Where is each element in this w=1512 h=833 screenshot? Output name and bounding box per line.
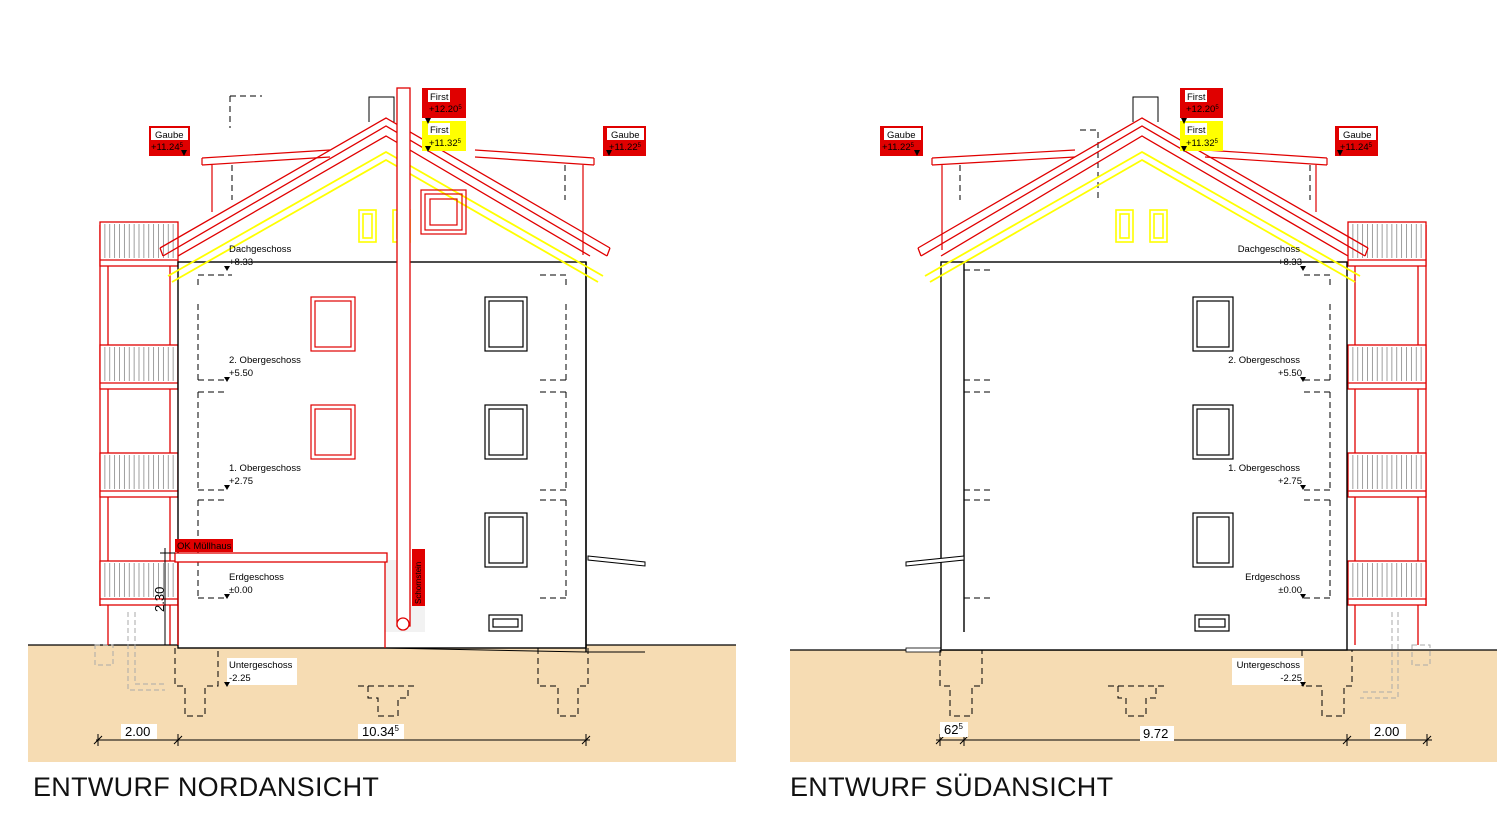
north-level-name: 1. Obergeschoss — [229, 463, 301, 474]
north-level-markers — [224, 266, 230, 687]
south-level-name: 2. Obergeschoss — [1228, 355, 1300, 366]
north-level-value: -2.25 — [229, 673, 251, 684]
south-existing-chimney — [1132, 96, 1159, 122]
north-bin-shed — [174, 552, 388, 648]
south-dormer-roof — [924, 150, 1361, 283]
south-tag-first-yellow-value: +11.325 — [1186, 138, 1219, 149]
south-level-value: ±0.00 — [1278, 585, 1302, 596]
north-tag-markers — [181, 118, 612, 156]
north-upper-red — [201, 149, 595, 255]
north-floor-markers — [197, 95, 567, 599]
north-right-awning — [587, 555, 646, 567]
south-ground — [790, 650, 1497, 762]
north-dimension-line — [93, 734, 591, 746]
south-balcony-rails — [1347, 221, 1427, 606]
north-tag-gaube-left-label: Gaube — [155, 130, 184, 141]
south-level-labels: Dachgeschoss +8.33 2. Obergeschoss +5.50… — [1228, 244, 1304, 685]
north-ok-tag — [175, 539, 233, 552]
north-level-value: +8.33 — [229, 257, 253, 268]
south-floor-markers — [959, 129, 1331, 599]
south-tag-first-red-value: +12.205 — [1186, 104, 1219, 115]
south-tag-first-red-label: First — [1187, 92, 1206, 103]
south-foundations — [939, 650, 1353, 717]
north-tag-gaube-left-value: +11.245 — [151, 142, 184, 153]
south-elevation-tags: Gaube +11.225 First +12.205 First +11.32… — [880, 88, 1378, 156]
north-level-name: Dachgeschoss — [229, 244, 292, 255]
south-dim-width-left: 625 — [944, 722, 963, 737]
south-tag-markers — [914, 118, 1343, 156]
south-level-name: Dachgeschoss — [1238, 244, 1301, 255]
south-dimension-line — [935, 734, 1432, 746]
north-existing-chimney — [368, 96, 395, 122]
north-level-name: 2. Obergeschoss — [229, 355, 301, 366]
north-new-chimney — [385, 87, 425, 632]
north-tag-gaube-right-value: +11.225 — [609, 142, 642, 153]
north-red-windows — [310, 189, 467, 460]
north-level-value: +5.50 — [229, 368, 253, 379]
south-upper-red — [931, 149, 1328, 250]
south-level-value: +5.50 — [1278, 368, 1302, 379]
north-elevation: Schornstein OK Müllhaus 2.30 2.00 10.345 — [28, 87, 736, 762]
south-existing-windows — [1192, 296, 1234, 632]
north-height-dim-label: 2.30 — [152, 587, 167, 612]
north-level-value: +2.75 — [229, 476, 253, 487]
south-level-markers — [1300, 266, 1306, 687]
south-drain-pipes — [1360, 612, 1431, 699]
north-ground — [28, 645, 736, 762]
south-dim-width-right: 2.00 — [1374, 724, 1399, 739]
north-view-title: ENTWURF NORDANSICHT — [33, 772, 380, 802]
north-roof — [159, 117, 611, 257]
north-dim-width-left: 2.00 — [125, 724, 150, 739]
north-height-dimension — [160, 548, 175, 646]
south-view-title: ENTWURF SÜDANSICHT — [790, 772, 1114, 802]
north-tag-gaube-right-label: Gaube — [611, 130, 640, 141]
north-tag-first-red-value: +12.205 — [429, 104, 462, 115]
north-tag-first-red-label: First — [430, 92, 449, 103]
south-level-value: +2.75 — [1278, 476, 1302, 487]
south-level-name: 1. Obergeschoss — [1228, 463, 1300, 474]
north-elevation-tags: Gaube +11.245 First +12.205 First +11.32… — [149, 88, 646, 156]
south-tag-gaube-right-value: +11.245 — [1340, 142, 1373, 153]
south-dim-width-main: 9.72 — [1143, 726, 1168, 741]
south-building-body — [940, 261, 1348, 651]
north-balcony-rails — [99, 221, 179, 606]
north-ok-label: OK Müllhaus — [177, 541, 232, 552]
south-roof — [917, 117, 1369, 257]
north-tag-first-yellow-value: +11.325 — [429, 138, 462, 149]
north-level-name: Untergeschoss — [229, 660, 293, 671]
north-dormer-roof — [167, 150, 604, 283]
south-tag-gaube-left-label: Gaube — [887, 130, 916, 141]
north-level-labels: Dachgeschoss +8.33 2. Obergeschoss +5.50… — [227, 244, 301, 685]
south-level-name: Erdgeschoss — [1245, 572, 1300, 583]
north-chimney-label: Schornstein — [414, 562, 423, 604]
north-foundations — [174, 648, 589, 717]
north-dim-width-main: 10.345 — [362, 724, 400, 739]
south-tag-first-yellow-label: First — [1187, 125, 1206, 136]
north-level-name: Erdgeschoss — [229, 572, 284, 583]
south-tag-gaube-right-label: Gaube — [1343, 130, 1372, 141]
north-drain-pipes — [94, 612, 165, 691]
north-existing-windows — [484, 296, 528, 632]
south-elevation: 625 9.72 2.00 Dachgeschoss +8.33 2. Ober… — [790, 88, 1497, 762]
south-tag-gaube-left-value: +11.225 — [882, 142, 915, 153]
south-left-awning — [905, 555, 965, 567]
south-level-value: -2.25 — [1280, 673, 1302, 684]
south-level-value: +8.33 — [1278, 257, 1302, 268]
south-level-name: Untergeschoss — [1237, 660, 1301, 671]
south-gable-windows — [1115, 209, 1168, 243]
north-level-value: ±0.00 — [229, 585, 253, 596]
north-tag-first-yellow-label: First — [430, 125, 449, 136]
